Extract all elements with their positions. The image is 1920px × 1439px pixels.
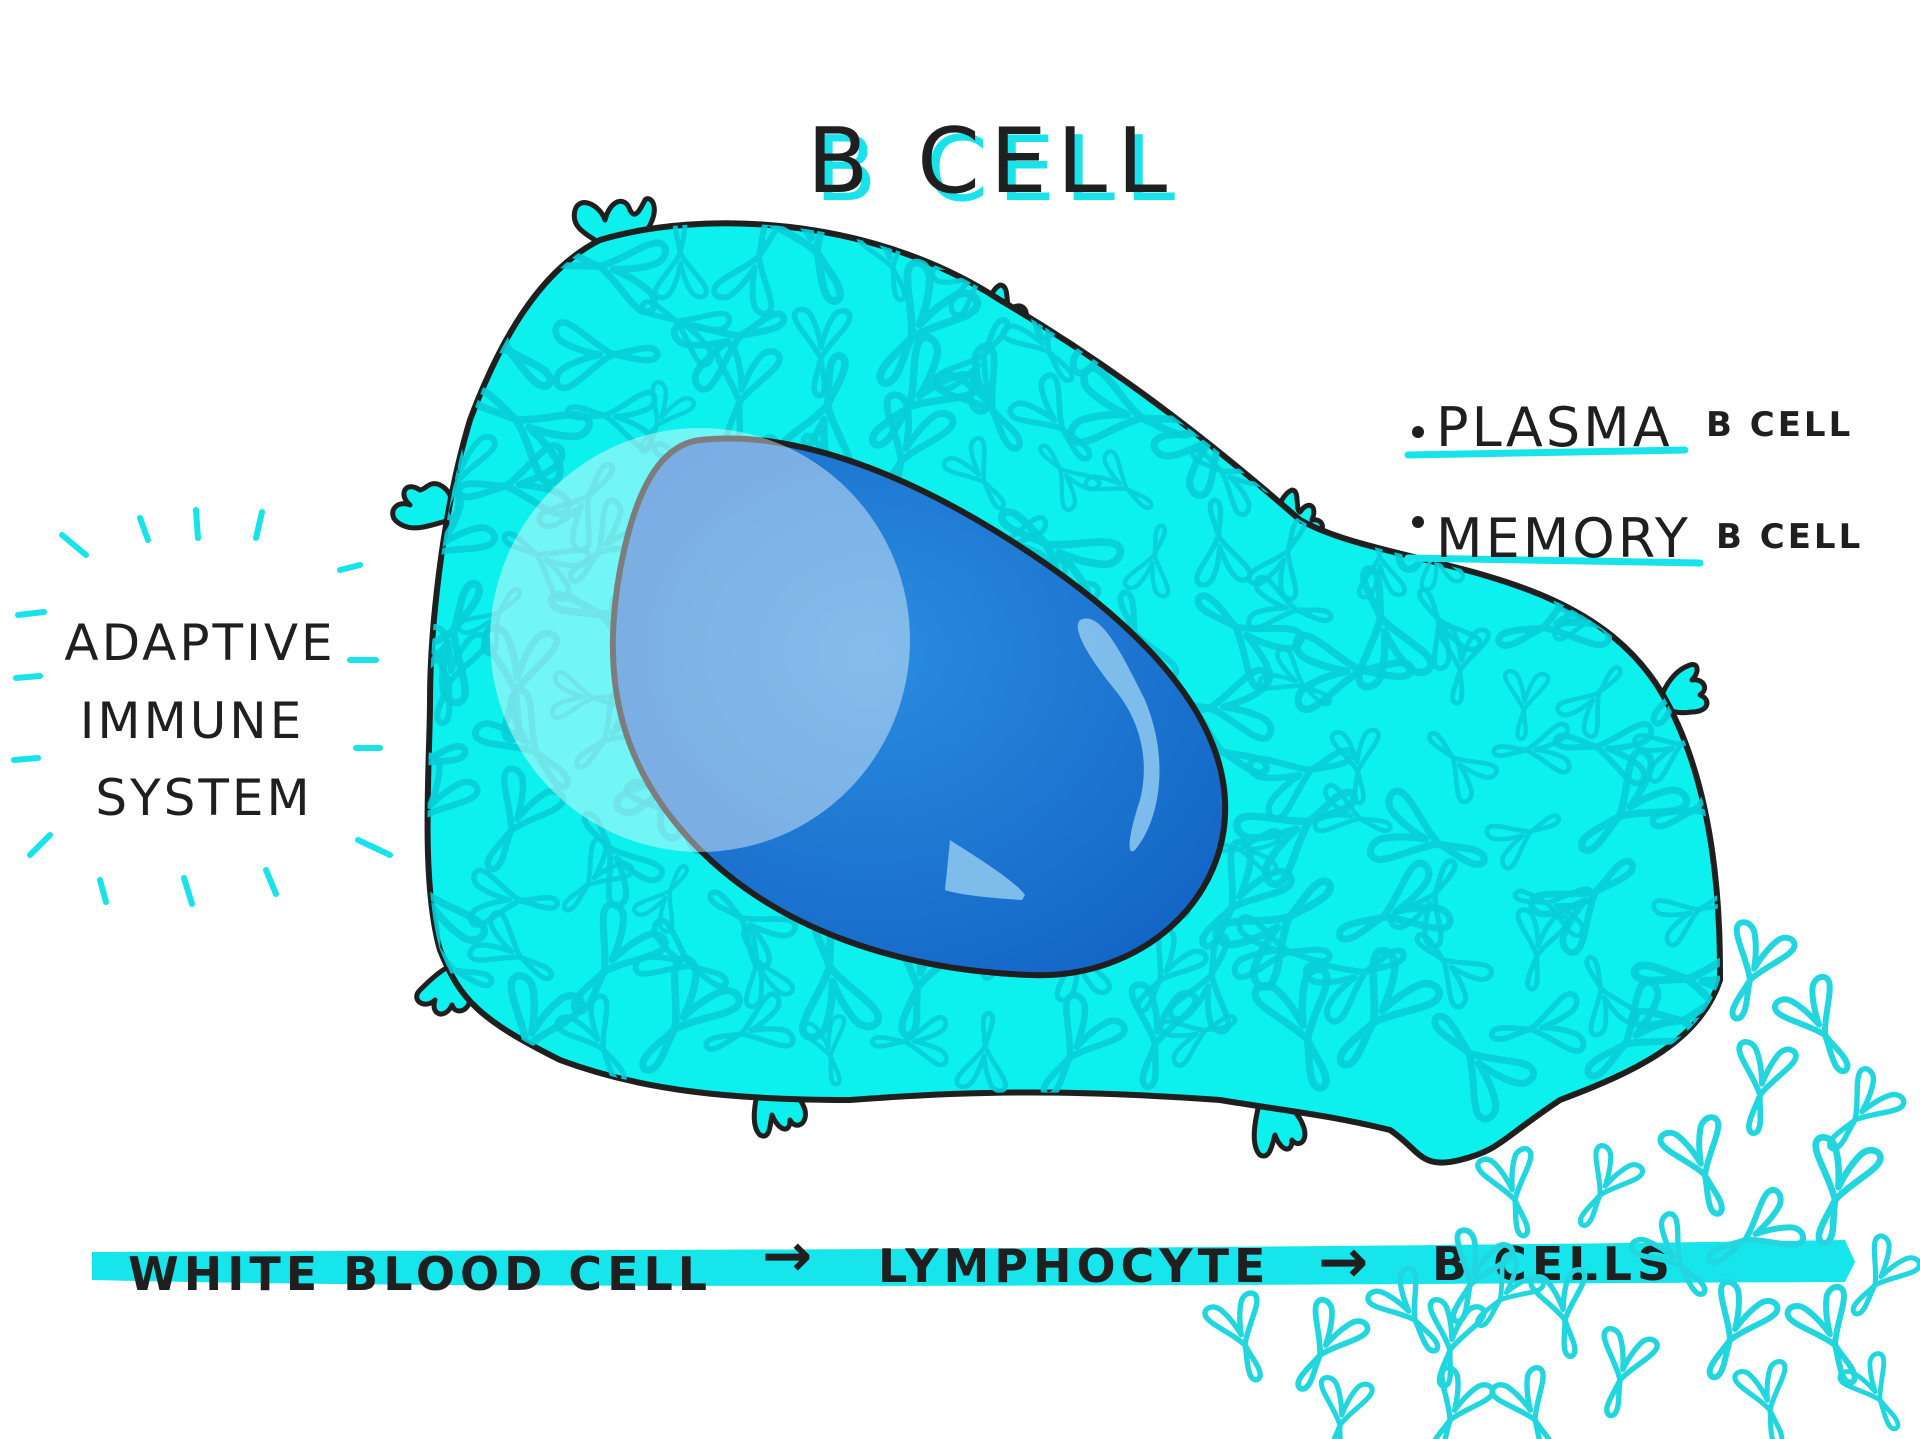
title-shadow: B CELL [815,117,1185,222]
cell-type-1-suffix: B CELL [1706,405,1853,445]
cytoplasm-antibody [1655,560,1714,651]
cell-type-2-main: MEMORY [1436,507,1691,570]
cytoplasm-antibody [1448,218,1568,321]
released-antibody-icon [1811,1066,1907,1165]
light-reflection [490,428,910,852]
cytoplasm-antibody [1057,281,1176,375]
released-antibody-icon [1477,1147,1551,1242]
cell-protrusion [1657,662,1710,716]
bullet [1412,426,1424,438]
differentiation-flow: WHITE BLOOD CELL → LYMPHOCYTE → B CELLS [128,1221,1670,1301]
released-antibody-icon [1725,1041,1797,1138]
title-group: B CELL B CELL [807,109,1185,222]
nucleus-highlight [945,840,1025,900]
b-cell-body [388,196,1735,1166]
emphasis-rays [11,507,393,907]
side-label-line-1: ADAPTIVE [64,614,335,672]
released-antibody-icon [1309,1377,1373,1439]
side-label-line-2: IMMUNE [80,692,305,750]
underline [1404,554,1704,567]
cytoplasm-antibody [1585,214,1677,323]
cytoplasm-antibody [398,222,488,315]
cytoplasm-antibody [1586,288,1664,358]
cytoplasm-antibody [1256,247,1321,334]
released-antibody-icon [1584,1327,1658,1422]
cell-type-2-suffix: B CELL [1716,517,1863,557]
flow-arrow-2: → [1318,1227,1373,1297]
cytoplasm-antibody [1321,230,1426,301]
cytoplasm-antibody [1408,223,1473,304]
cytoplasm-antibody [1475,302,1564,366]
cell-types-list: PLASMA B CELL MEMORY B CELL [1404,396,1863,570]
nucleus-highlight [1077,618,1160,852]
released-antibody-icon [1203,1291,1283,1389]
cytoplasm-antibody [1173,310,1294,397]
cytoplasm-antibody [388,304,463,355]
released-antibody-icon [1490,1366,1575,1439]
cytoplasm-antibody [1656,285,1735,370]
side-label-line-3: SYSTEM [95,769,312,827]
cell-protrusion [390,481,455,531]
cytoplasm-antibody [1330,311,1418,391]
released-antibody-icon [1734,1360,1804,1439]
adaptive-immune-label: ADAPTIVE IMMUNE SYSTEM [11,507,393,907]
released-antibody-icon [1659,1115,1748,1223]
flow-step-lymphocyte: LYMPHOCYTE [878,1239,1270,1293]
cytoplasm-antibody [1409,286,1511,361]
flow-step-white-blood-cell: WHITE BLOOD CELL [128,1247,712,1301]
underline [1404,446,1689,459]
nucleus [609,435,1229,979]
cell-type-1-main: PLASMA [1436,396,1673,459]
page-title: B CELL [807,109,1177,214]
flow-arrow-1: → [762,1221,817,1291]
cytoplasm-antibody [1252,278,1322,357]
cytoplasm-antibody [1255,334,1333,440]
cytoplasm-antibody [398,1012,475,1098]
released-antibody-icon [1560,1143,1644,1237]
bullet [1412,516,1424,528]
cytoplasm-antibody [1646,237,1729,341]
